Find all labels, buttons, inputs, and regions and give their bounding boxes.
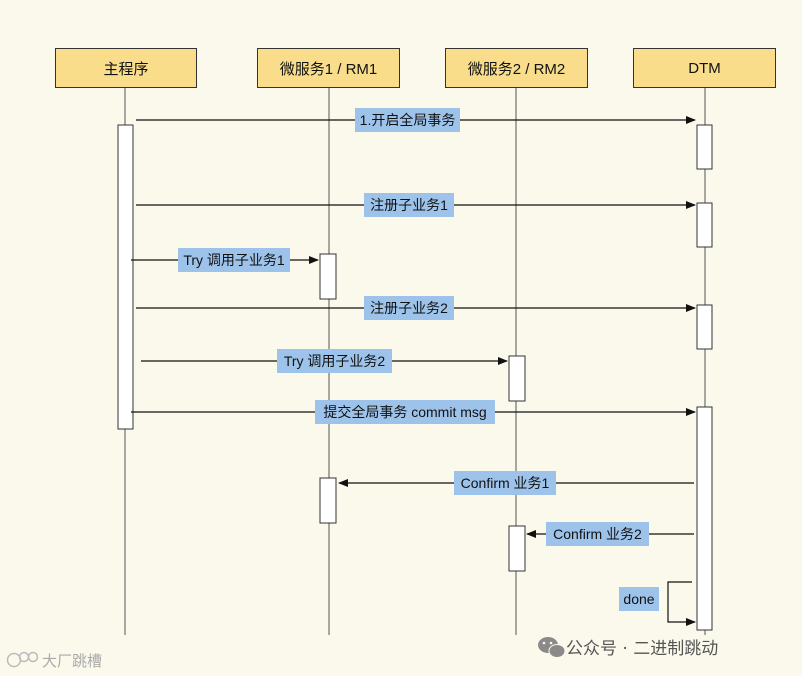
activation-dtm-1 [696,124,713,170]
actor-rm1: 微服务1 / RM1 [257,48,400,88]
actor-main: 主程序 [55,48,197,88]
activation-rm2-confirm [508,525,526,572]
arrow-m9-self [667,581,696,626]
actor-dtm: DTM [633,48,776,88]
message-label-8: Confirm 业务2 [546,522,649,546]
activation-dtm-2 [696,202,713,248]
watermark-logo-icon [6,651,39,668]
activation-rm1-try [319,253,337,300]
activation-rm1-confirm [319,477,337,524]
footer-brand: 公众号 · 二进制跳动 [566,639,719,659]
activation-main [117,124,134,430]
message-label-1: 1.开启全局事务 [355,108,460,132]
message-label-4: 注册子业务2 [364,296,454,320]
message-label-7: Confirm 业务1 [454,471,556,495]
actor-rm2: 微服务2 / RM2 [445,48,588,88]
wechat-icon [538,637,566,658]
message-label-6: 提交全局事务 commit msg [315,400,495,424]
activation-rm2-try [508,355,526,402]
message-label-2: 注册子业务1 [364,193,454,217]
message-label-9: done [619,587,659,611]
activation-dtm-3 [696,304,713,350]
activation-dtm-4 [696,406,713,631]
message-label-3: Try 调用子业务1 [178,248,290,272]
footer-watermark: 大厂跳槽 [42,652,103,670]
message-label-5: Try 调用子业务2 [277,349,392,373]
